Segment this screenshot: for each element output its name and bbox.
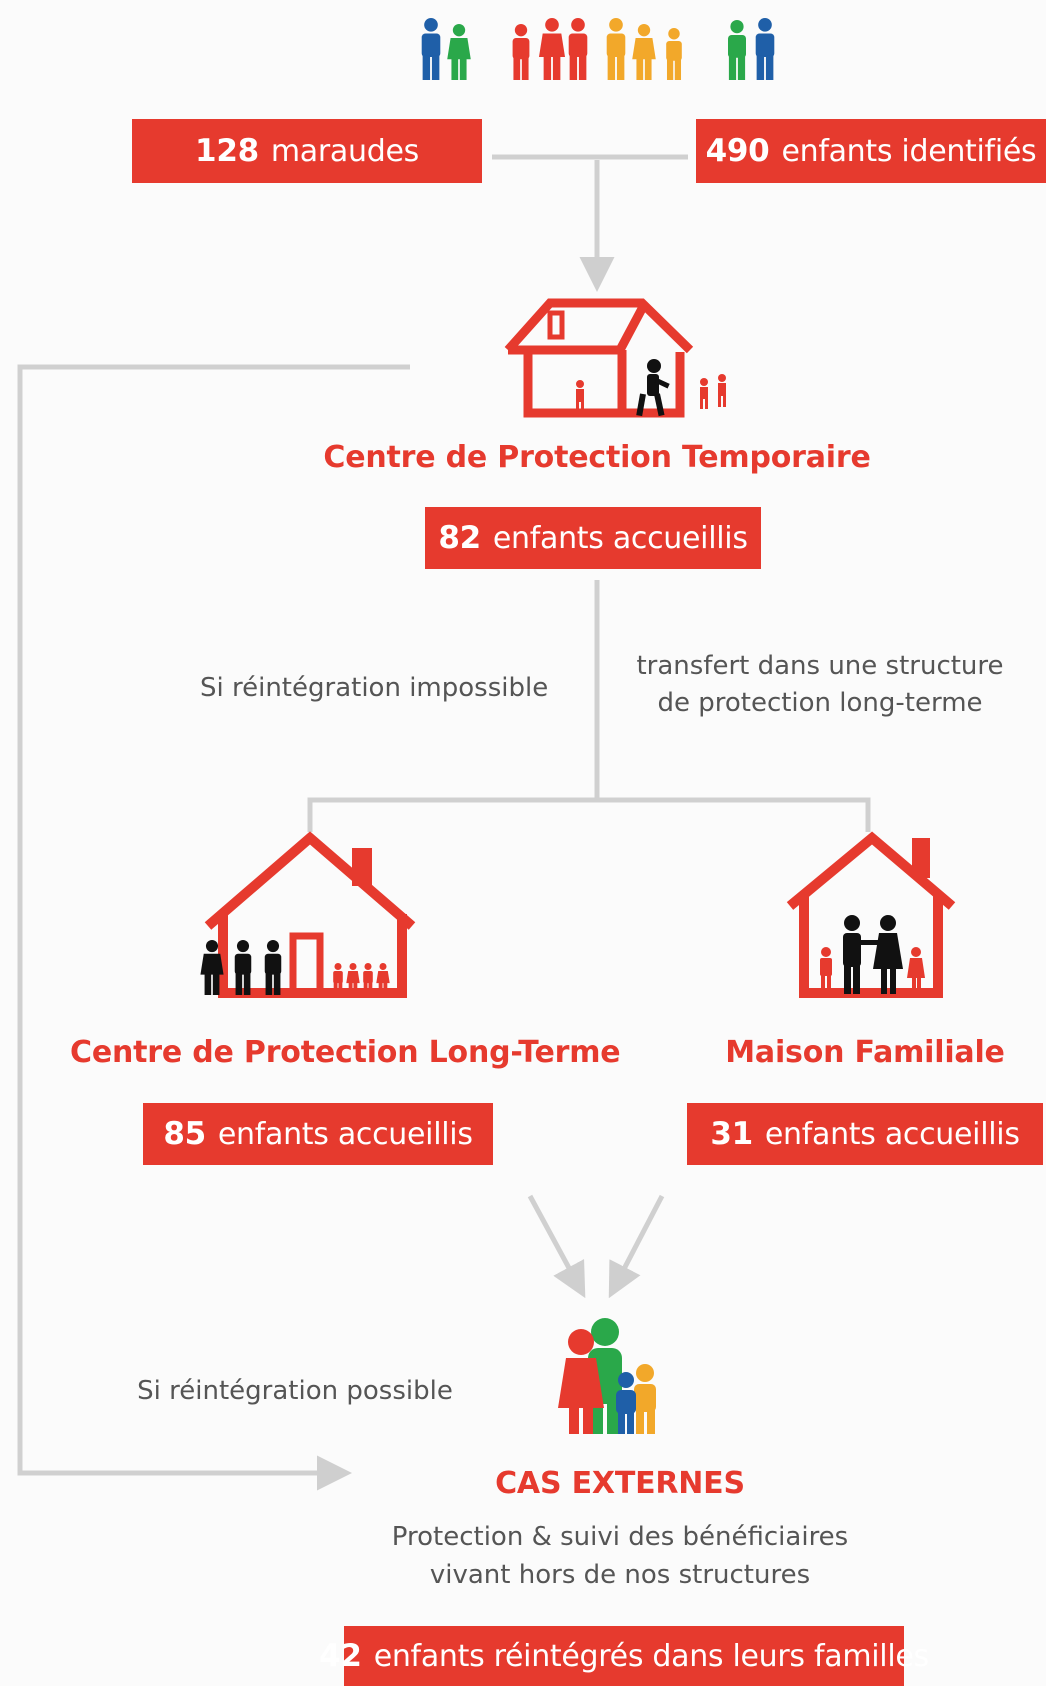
note-reintegration-impossible: Si réintégration impossible [200,673,549,703]
temporary-center-title: Centre de Protection Temporaire [323,440,871,475]
identified-label: enfants identifiés [781,133,1037,169]
arrow-from-long-term [527,1194,586,1299]
temporary-center-label: enfants accueillis [492,520,748,556]
external-cases-title: CAS EXTERNES [495,1466,745,1501]
family-house-label: enfants accueillis [764,1116,1020,1152]
long-term-center-box: 85 enfants accueillis [143,1103,493,1165]
long-term-center-title: Centre de Protection Long-Terme [70,1035,621,1070]
external-number: 42 [319,1638,362,1674]
long-term-center-label: enfants accueillis [217,1116,473,1152]
note-transfer-line2: de protection long-terme [657,688,983,718]
maraudes-number: 128 [195,133,259,169]
external-label: enfants réintégrés dans leurs familles [373,1638,929,1674]
arrow-from-family-house [608,1194,665,1299]
family-house-box: 31 enfants accueillis [687,1103,1043,1165]
note-reintegration-possible: Si réintégration possible [137,1376,453,1406]
family-house-title: Maison Familiale [725,1035,1005,1070]
maraudes-label: maraudes [270,133,419,169]
family-house-number: 31 [710,1116,753,1152]
external-desc-line2: vivant hors de nos structures [429,1560,811,1590]
tree-branch-line [307,797,871,832]
note-transfer-line1: transfert dans une structure [636,651,1004,681]
identified-children-box: 490 enfants identifiés [696,119,1046,183]
temporary-center-box: 82 enfants accueillis [425,507,761,569]
identified-number: 490 [705,133,770,169]
long-term-center-number: 85 [163,1116,206,1152]
external-cases-box: 42 enfants réintégrés dans leurs famille… [319,1626,929,1686]
maraudes-box: 128 maraudes [132,119,482,183]
temporary-center-number: 82 [438,520,481,556]
external-desc-line1: Protection & suivi des bénéficiaires [391,1522,849,1552]
arrow-reintegration-possible [17,364,410,1491]
